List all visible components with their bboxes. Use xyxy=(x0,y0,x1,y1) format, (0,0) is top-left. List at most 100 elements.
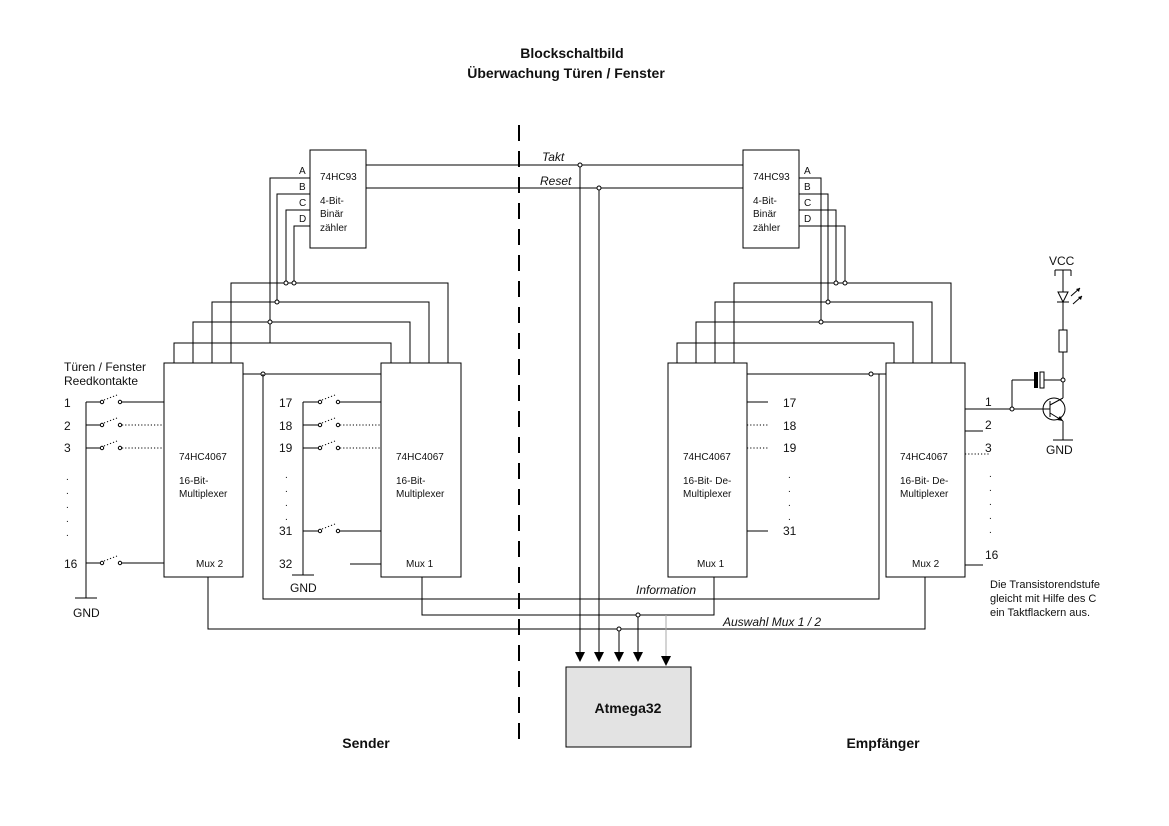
svg-text:74HC93: 74HC93 xyxy=(320,172,357,183)
svg-text:Mux 2: Mux 2 xyxy=(196,559,224,570)
svg-text:19: 19 xyxy=(783,441,797,455)
svg-text:Multiplexer: Multiplexer xyxy=(683,489,732,500)
takt-reset-bus xyxy=(366,162,743,652)
sender-mux2-inputs: 1 2 3 16 . . . . . xyxy=(64,394,164,599)
svg-text:31: 31 xyxy=(279,524,293,538)
svg-text:A: A xyxy=(299,166,306,177)
sender-counter-74hc93: 74HC93 4-Bit- Binär zähler A B C D xyxy=(299,149,367,249)
svg-text:Mux 2: Mux 2 xyxy=(912,559,940,570)
svg-text:.: . xyxy=(989,497,992,508)
receiver-mux1-outputs: 17 18 19 31 . . . . xyxy=(747,396,797,538)
sender-mux1-inputs: 17 18 19 31 32 . . . . xyxy=(279,394,381,576)
svg-text:.: . xyxy=(285,470,288,481)
receiver-gnd-label: GND xyxy=(1046,443,1073,457)
svg-text:74HC4067: 74HC4067 xyxy=(179,452,227,463)
reedkontakte-caption-2: Reedkontakte xyxy=(64,374,138,388)
svg-text:.: . xyxy=(788,484,791,495)
svg-text:16-Bit-: 16-Bit- xyxy=(179,476,208,487)
svg-text:.: . xyxy=(66,486,69,497)
atmega32-label: Atmega32 xyxy=(595,700,662,716)
svg-text:zähler: zähler xyxy=(753,223,781,234)
svg-text:Multiplexer: Multiplexer xyxy=(900,489,949,500)
sender-mux1-block: 74HC4067 16-Bit- Multiplexer Mux 1 xyxy=(380,362,462,578)
svg-text:B: B xyxy=(804,182,811,193)
receiver-mux1-block: 74HC4067 16-Bit- De- Multiplexer Mux 1 xyxy=(667,362,748,578)
svg-text:17: 17 xyxy=(783,396,797,410)
svg-text:74HC93: 74HC93 xyxy=(753,172,790,183)
diagram-subtitle: Überwachung Türen / Fenster xyxy=(467,65,665,81)
svg-text:.: . xyxy=(66,528,69,539)
svg-text:16: 16 xyxy=(64,557,78,571)
svg-text:zähler: zähler xyxy=(320,223,348,234)
svg-text:.: . xyxy=(788,498,791,509)
svg-text:.: . xyxy=(989,469,992,480)
sender-address-bus xyxy=(173,177,449,363)
svg-text:74HC4067: 74HC4067 xyxy=(396,452,444,463)
svg-text:2: 2 xyxy=(64,419,71,433)
reedkontakte-caption-1: Türen / Fenster xyxy=(64,360,146,374)
transistor-output-stage xyxy=(1009,269,1083,441)
svg-text:.: . xyxy=(788,470,791,481)
svg-text:.: . xyxy=(66,500,69,511)
svg-text:Binär: Binär xyxy=(320,209,344,220)
svg-text:.: . xyxy=(285,498,288,509)
svg-text:Die Transistorendstufe: Die Transistorendstufe xyxy=(990,579,1100,591)
svg-text:.: . xyxy=(285,512,288,523)
receiver-mux2-outputs: 1 2 3 16 . . . . . xyxy=(965,395,1050,566)
transistor-note: Die Transistorendstufe gleicht mit Hilfe… xyxy=(990,579,1100,619)
svg-text:18: 18 xyxy=(279,419,293,433)
vcc-label: VCC xyxy=(1049,254,1075,268)
svg-text:.: . xyxy=(66,514,69,525)
svg-text:74HC4067: 74HC4067 xyxy=(683,452,731,463)
svg-text:B: B xyxy=(299,182,306,193)
svg-text:16-Bit- De-: 16-Bit- De- xyxy=(900,476,948,487)
svg-text:.: . xyxy=(285,484,288,495)
svg-text:.: . xyxy=(788,512,791,523)
svg-text:4-Bit-: 4-Bit- xyxy=(320,196,344,207)
svg-text:Binär: Binär xyxy=(753,209,777,220)
receiver-mux2-block: 74HC4067 16-Bit- De- Multiplexer Mux 2 xyxy=(885,362,966,578)
svg-text:.: . xyxy=(66,472,69,483)
svg-text:19: 19 xyxy=(279,441,293,455)
svg-text:1: 1 xyxy=(985,395,992,409)
svg-text:4-Bit-: 4-Bit- xyxy=(753,196,777,207)
svg-text:3: 3 xyxy=(64,441,71,455)
svg-text:C: C xyxy=(299,198,306,209)
svg-text:Mux 1: Mux 1 xyxy=(406,559,434,570)
reset-label: Reset xyxy=(540,174,572,188)
receiver-address-bus xyxy=(676,177,952,363)
sender-gnd-left: GND xyxy=(73,606,100,620)
svg-text:Multiplexer: Multiplexer xyxy=(396,489,445,500)
svg-text:D: D xyxy=(299,214,306,225)
svg-text:17: 17 xyxy=(279,396,293,410)
auswahl-label: Auswahl Mux 1 / 2 xyxy=(722,615,821,629)
svg-text:gleicht mit Hilfe des C: gleicht mit Hilfe des C xyxy=(990,593,1096,605)
svg-text:.: . xyxy=(989,525,992,536)
diagram-title: Blockschaltbild xyxy=(520,45,623,61)
svg-text:31: 31 xyxy=(783,524,797,538)
receiver-counter-74hc93: 74HC93 4-Bit- Binär zähler A B C D xyxy=(742,149,811,249)
svg-text:74HC4067: 74HC4067 xyxy=(900,452,948,463)
sender-signal-lines xyxy=(207,371,926,656)
svg-text:ein Taktflackern aus.: ein Taktflackern aus. xyxy=(990,607,1090,619)
svg-text:.: . xyxy=(989,511,992,522)
svg-text:16-Bit- De-: 16-Bit- De- xyxy=(683,476,731,487)
information-label: Information xyxy=(636,583,696,597)
svg-text:18: 18 xyxy=(783,419,797,433)
controller-arrows xyxy=(575,652,671,666)
svg-text:16-Bit-: 16-Bit- xyxy=(396,476,425,487)
svg-text:A: A xyxy=(804,166,811,177)
svg-text:Multiplexer: Multiplexer xyxy=(179,489,228,500)
svg-text:C: C xyxy=(804,198,811,209)
receiver-heading: Empfänger xyxy=(846,735,920,751)
svg-text:16: 16 xyxy=(985,548,999,562)
svg-text:3: 3 xyxy=(985,441,992,455)
svg-text:32: 32 xyxy=(279,557,293,571)
takt-label: Takt xyxy=(542,150,565,164)
sender-gnd-right: GND xyxy=(290,581,317,595)
sender-heading: Sender xyxy=(342,735,390,751)
svg-text:D: D xyxy=(804,214,811,225)
svg-text:Mux 1: Mux 1 xyxy=(697,559,725,570)
atmega32-block xyxy=(565,666,692,748)
